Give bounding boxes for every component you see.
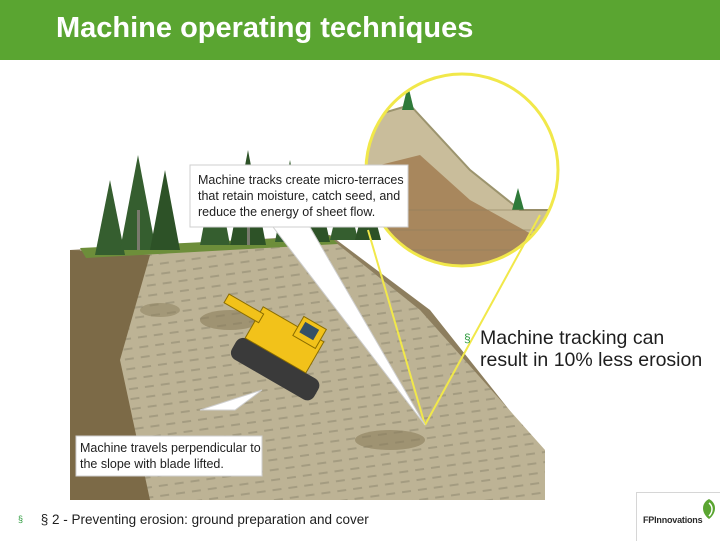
leaf-logo-icon (703, 499, 715, 519)
callout-top-line-2: that retain moisture, catch seed, and (198, 189, 400, 203)
slide-title: Machine operating techniques (56, 12, 474, 44)
logo-text: FPInnovations (643, 515, 703, 525)
bullet-text: Machine tracking can result in 10% less … (480, 327, 703, 371)
footer-marker: § (18, 514, 24, 524)
bullet-marker: § (464, 331, 471, 345)
fpinnovations-logo: FPInnovations (636, 492, 720, 541)
bullet-point: § Machine tracking can result in 10% les… (464, 327, 714, 371)
excavator-machine (223, 293, 328, 401)
callout-bottom-line-2: the slope with blade lifted. (80, 457, 224, 471)
callout-top-line-1: Machine tracks create micro-terraces (198, 173, 404, 187)
title-bar: Machine operating techniques (0, 0, 720, 60)
footer-text: § 2 - Preventing erosion: ground prepara… (40, 512, 369, 527)
callout-tracks-terraces: Machine tracks create micro-terraces tha… (189, 164, 426, 426)
callout-bottom-line-1: Machine travels perpendicular to (80, 441, 261, 455)
erosion-illustration: Machine tracks create micro-terraces tha… (0, 60, 560, 505)
callout-top-line-3: reduce the energy of sheet flow. (198, 205, 375, 219)
footer: § § 2 - Preventing erosion: ground prepa… (18, 512, 369, 527)
callout-perpendicular-travel: Machine travels perpendicular to the slo… (75, 389, 263, 477)
